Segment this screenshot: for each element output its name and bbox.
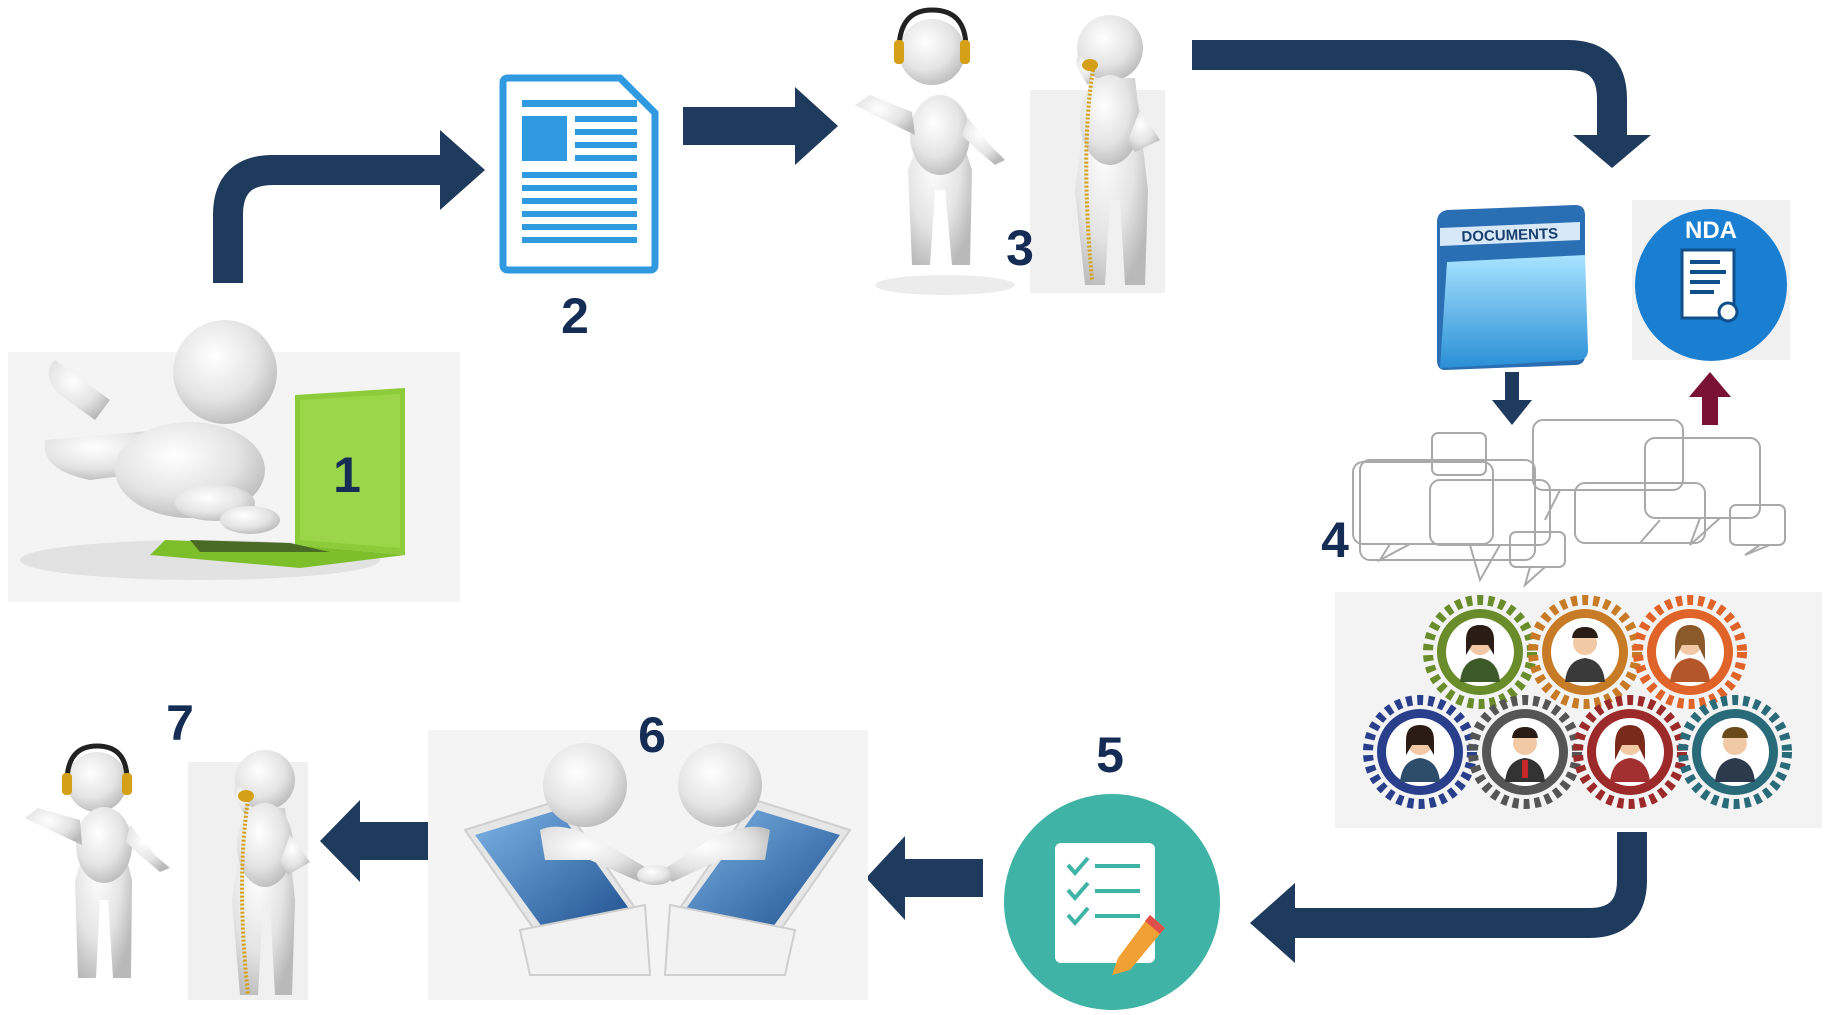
step-number-1: 1 (333, 447, 361, 503)
headset-person-and-phone-person-icon (25, 743, 310, 1000)
documents-folder-label: DOCUMENTS (1461, 225, 1558, 245)
team-gears-icon (1335, 592, 1822, 828)
step-number-7: 7 (166, 695, 194, 751)
flow-arrow-1-to-2 (213, 155, 440, 283)
step-number-2: 2 (561, 288, 589, 344)
person-laptop-icon (8, 320, 460, 602)
documents-folder-icon: DOCUMENTS (1437, 205, 1588, 370)
team-member-avatar (1678, 695, 1792, 809)
team-member-avatar (1573, 695, 1687, 809)
step-number-5: 5 (1096, 727, 1124, 783)
documents-to-discussion-arrow (1492, 372, 1532, 425)
flow-arrow-2-to-3 (683, 87, 838, 165)
discussion-to-nda-arrow (1689, 372, 1731, 425)
step-number-6: 6 (638, 707, 666, 763)
flow-arrow-4-to-5 (1250, 832, 1647, 963)
document-icon (499, 74, 659, 274)
flow-arrow-5-to-6 (866, 836, 983, 920)
flow-arrow-3-to-4 (1192, 40, 1651, 168)
headset-person-and-phone-person-icon (855, 7, 1165, 295)
step-number-3: 3 (1006, 220, 1034, 276)
speech-bubbles-icon (1352, 419, 1786, 589)
team-member-avatar (1423, 595, 1537, 709)
laptop-handshake-icon (428, 730, 868, 1000)
step-number-4: 4 (1321, 512, 1349, 568)
team-member-avatar (1528, 595, 1642, 709)
flow-arrow-1-to-2-head (440, 130, 485, 210)
team-member-avatar (1633, 595, 1747, 709)
nda-label: NDA (1685, 217, 1737, 244)
flow-arrow-6-to-7 (320, 800, 435, 882)
nda-icon: NDA (1632, 200, 1790, 361)
team-member-avatar (1363, 695, 1477, 809)
checklist-icon (1004, 794, 1220, 1010)
team-member-avatar (1468, 695, 1582, 809)
